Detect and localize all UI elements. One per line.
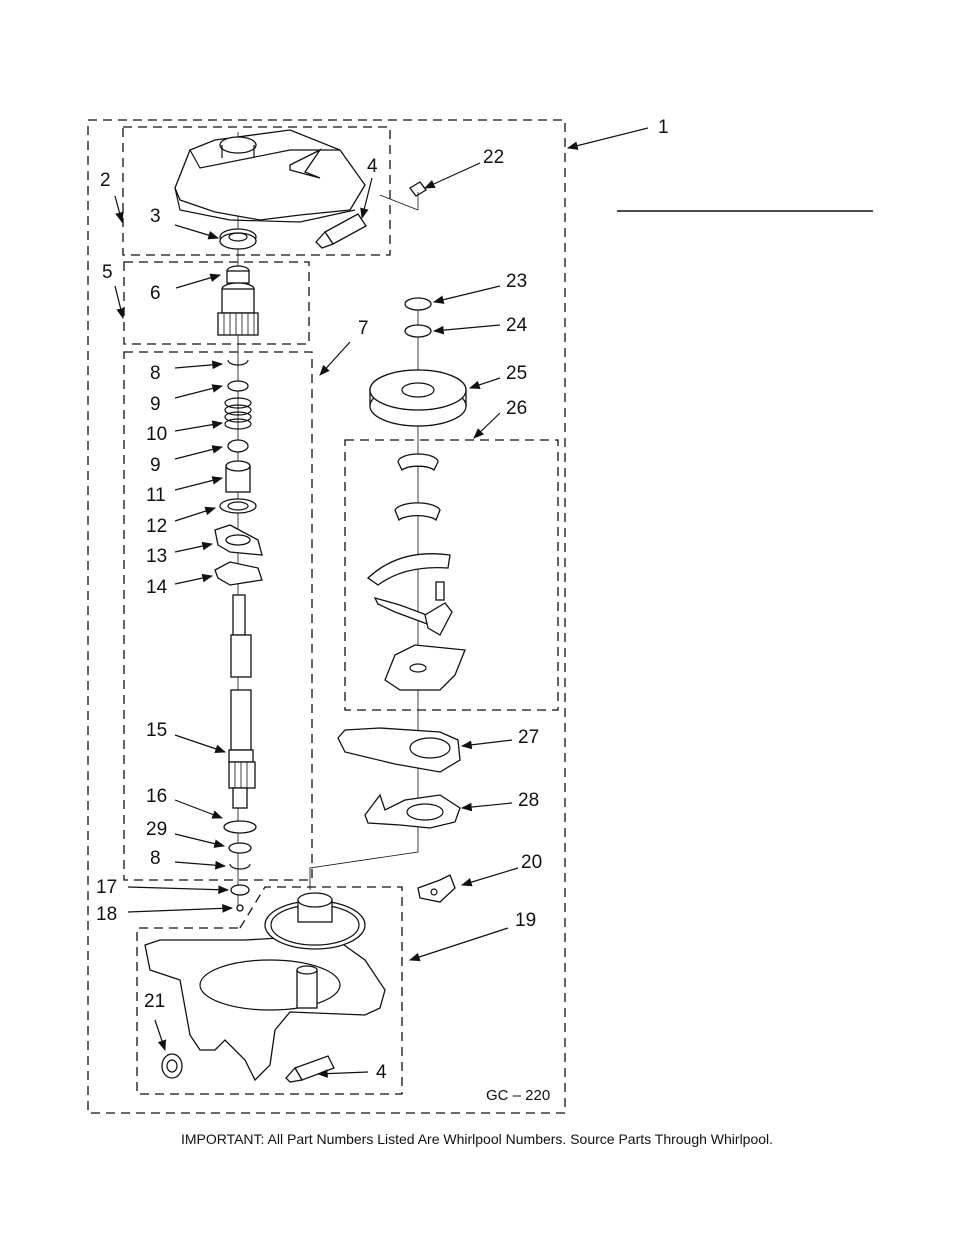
- gear-case-cover: [174, 129, 366, 223]
- clutch-parts: [214, 524, 263, 586]
- grease-tube-bottom: [285, 1055, 335, 1083]
- right-upper-parts: [369, 297, 467, 427]
- callout-26: 26: [506, 398, 527, 419]
- gear-case-base: [144, 892, 386, 1082]
- drive-arm-part-27: [337, 727, 461, 773]
- pinion-gear: [217, 265, 259, 336]
- assembly-boundary-19: [136, 886, 403, 1095]
- callout-18: 18: [96, 904, 117, 925]
- seal-part: [219, 228, 257, 250]
- leader-arrows: [114, 127, 649, 1078]
- callout-19: 19: [515, 910, 536, 931]
- callout-25: 25: [506, 363, 527, 384]
- callout-1: 1: [658, 117, 669, 138]
- shaft-small-parts: [219, 359, 257, 514]
- shift-fork-part-28: [364, 793, 461, 829]
- callout-28: 28: [518, 790, 539, 811]
- callout-5: 5: [102, 262, 113, 283]
- grease-tube-top: [315, 213, 367, 249]
- callout-11: 11: [146, 485, 166, 506]
- seal-part-21: [161, 1053, 183, 1079]
- footer-note: IMPORTANT: All Part Numbers Listed Are W…: [180, 1131, 774, 1147]
- callout-15: 15: [146, 720, 167, 741]
- callout-3: 3: [150, 206, 161, 227]
- callout-21: 21: [144, 991, 165, 1012]
- callout-23: 23: [506, 271, 527, 292]
- bracket-part-20: [417, 874, 456, 903]
- drawing-code: GC – 220: [486, 1087, 550, 1104]
- callout-13: 13: [146, 546, 167, 567]
- callout-4-bottom: 4: [376, 1062, 387, 1083]
- callout-24: 24: [506, 315, 528, 336]
- callout-4-top: 4: [367, 156, 378, 177]
- callout-12: 12: [146, 516, 167, 537]
- callout-8-bottom: 8: [150, 848, 161, 869]
- callout-6: 6: [150, 283, 161, 304]
- lower-shaft-parts: [223, 820, 257, 912]
- assembly-boundary-5: [123, 261, 310, 345]
- callout-9-b: 9: [150, 455, 161, 476]
- callout-7: 7: [358, 318, 369, 339]
- callout-20: 20: [521, 852, 542, 873]
- callout-8-top: 8: [150, 363, 161, 384]
- screw-part: [379, 181, 427, 211]
- assembly-boundary-26: [344, 439, 559, 711]
- clutch-assembly-parts: [366, 453, 466, 691]
- connector-line: [309, 830, 419, 890]
- callout-9-a: 9: [150, 394, 161, 415]
- callout-22: 22: [483, 147, 504, 168]
- callout-27: 27: [518, 727, 539, 748]
- assembly-boundary-7: [123, 351, 313, 881]
- callout-16: 16: [146, 786, 167, 807]
- callout-29: 29: [146, 819, 167, 840]
- callout-2: 2: [100, 170, 111, 191]
- agitate-shaft: [228, 594, 256, 809]
- callout-17: 17: [96, 877, 117, 898]
- callout-14: 14: [146, 577, 168, 598]
- assembly-boundary-2: [122, 126, 391, 256]
- callout-10: 10: [146, 424, 167, 445]
